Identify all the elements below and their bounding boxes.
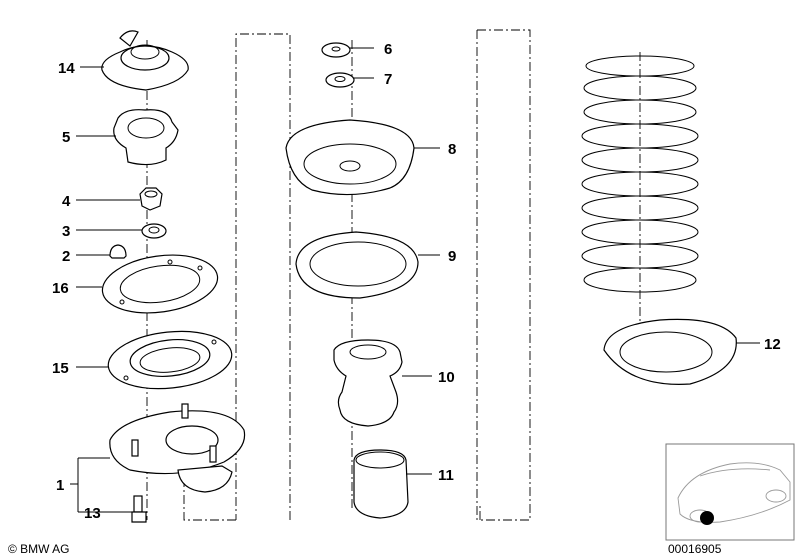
callout-15: 15	[52, 360, 69, 377]
part-6-washer[interactable]	[321, 42, 351, 58]
callout-14: 14	[58, 60, 75, 77]
callout-11: 11	[438, 467, 454, 484]
callout-7: 7	[384, 71, 392, 88]
callout-6: 6	[384, 41, 392, 58]
callout-8: 8	[448, 141, 456, 158]
group-bracket-right	[477, 29, 531, 521]
callout-1: 1	[56, 477, 64, 494]
part-3-washer[interactable]	[141, 223, 167, 239]
callout-13: 13	[84, 505, 101, 522]
vehicle-location-inset	[665, 443, 795, 541]
callout-16: 16	[52, 280, 69, 297]
part-11-protective-tube[interactable]	[353, 449, 409, 519]
drawing-number: 00016905	[668, 542, 722, 556]
part-16-gasket[interactable]	[99, 248, 222, 320]
part-2-cap-nut[interactable]	[109, 244, 127, 259]
part-9-spring-pad[interactable]	[295, 231, 419, 299]
callout-3: 3	[62, 223, 70, 240]
part-12-spring-pad-lower[interactable]	[603, 318, 737, 385]
part-1-strut-mount[interactable]	[109, 403, 246, 493]
part-5-upper-bushing[interactable]	[113, 109, 179, 166]
part-7-washer[interactable]	[325, 72, 355, 88]
part-13-bolt[interactable]	[131, 495, 147, 523]
part-spring-coil[interactable]	[581, 55, 699, 293]
leader-1	[70, 457, 134, 513]
callout-10: 10	[438, 369, 455, 386]
part-15-support-bearing[interactable]	[105, 326, 234, 395]
callout-5: 5	[62, 129, 70, 146]
callout-12: 12	[764, 336, 781, 353]
callout-4: 4	[62, 193, 71, 210]
group-bracket-middle	[183, 33, 291, 521]
location-marker	[700, 511, 714, 525]
brand-label: © BMW AG	[8, 542, 70, 556]
callout-9: 9	[448, 248, 456, 265]
callout-2: 2	[62, 248, 70, 265]
part-14-dust-cap[interactable]	[101, 30, 189, 91]
part-4-hex-nut[interactable]	[139, 187, 163, 211]
part-10-bump-stop[interactable]	[333, 339, 403, 427]
part-8-spring-seat-upper[interactable]	[285, 119, 415, 196]
